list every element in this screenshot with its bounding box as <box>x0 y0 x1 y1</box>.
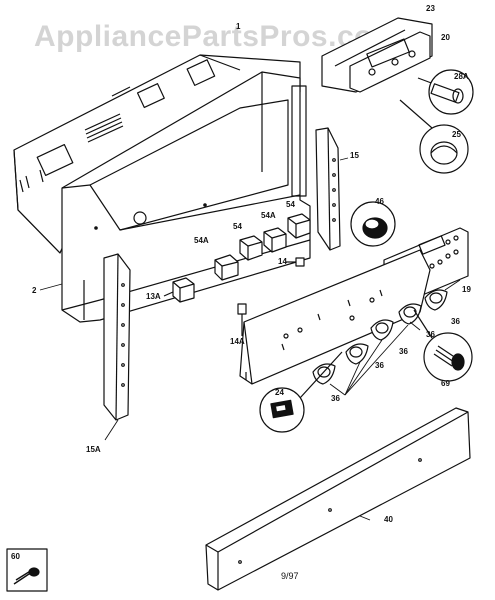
label-part-15A: 15A <box>86 445 101 454</box>
label-part-1: 1 <box>236 22 241 31</box>
label-part-60: 60 <box>11 552 20 561</box>
label-part-24: 24 <box>275 388 284 397</box>
side-rail-right <box>316 128 340 250</box>
switch-24 <box>260 352 342 432</box>
label-part-36-c: 36 <box>399 347 408 356</box>
switch-54A-2 <box>264 228 286 252</box>
knob-25 <box>400 100 468 173</box>
screw-69 <box>414 310 472 381</box>
label-part-40: 40 <box>384 515 393 524</box>
side-rail-left <box>104 254 130 420</box>
screw-60-box <box>7 549 47 591</box>
label-part-13A: 13A <box>146 292 161 301</box>
label-part-23: 23 <box>426 4 435 13</box>
knob-36-d <box>425 290 447 310</box>
label-part-54-1: 54 <box>233 222 242 231</box>
label-part-36-e: 36 <box>451 317 460 326</box>
label-part-69: 69 <box>441 379 450 388</box>
label-part-2: 2 <box>32 286 37 295</box>
label-part-25: 25 <box>452 130 461 139</box>
label-part-14: 14 <box>278 257 287 266</box>
switch-54-2 <box>288 214 310 238</box>
label-part-14A: 14A <box>230 337 245 346</box>
label-part-54A-2: 54A <box>261 211 276 220</box>
switch-54-1 <box>240 236 262 260</box>
switch-54A-1 <box>215 255 238 280</box>
indicator-14 <box>286 258 304 266</box>
knob-46 <box>351 202 395 246</box>
label-part-19: 19 <box>462 285 471 294</box>
label-part-54A-1: 54A <box>194 236 209 245</box>
knob-36-c <box>399 304 421 324</box>
knob-36-b <box>371 320 393 340</box>
switch-28A <box>429 70 473 114</box>
label-part-54-2: 54 <box>286 200 295 209</box>
label-part-46: 46 <box>375 197 384 206</box>
label-part-20: 20 <box>441 33 450 42</box>
label-part-15: 15 <box>350 151 359 160</box>
switch-13A <box>164 278 194 302</box>
indicator-14A <box>238 304 246 336</box>
label-part-36-b: 36 <box>375 361 384 370</box>
revision-date: 9/97 <box>281 571 299 581</box>
label-part-36-d: 36 <box>426 330 435 339</box>
knob-36-e <box>346 344 368 364</box>
label-part-28A: 28A <box>454 72 469 81</box>
kick-panel-40 <box>206 408 470 590</box>
label-part-36-a: 36 <box>331 394 340 403</box>
clock-timer-assembly <box>322 18 450 92</box>
